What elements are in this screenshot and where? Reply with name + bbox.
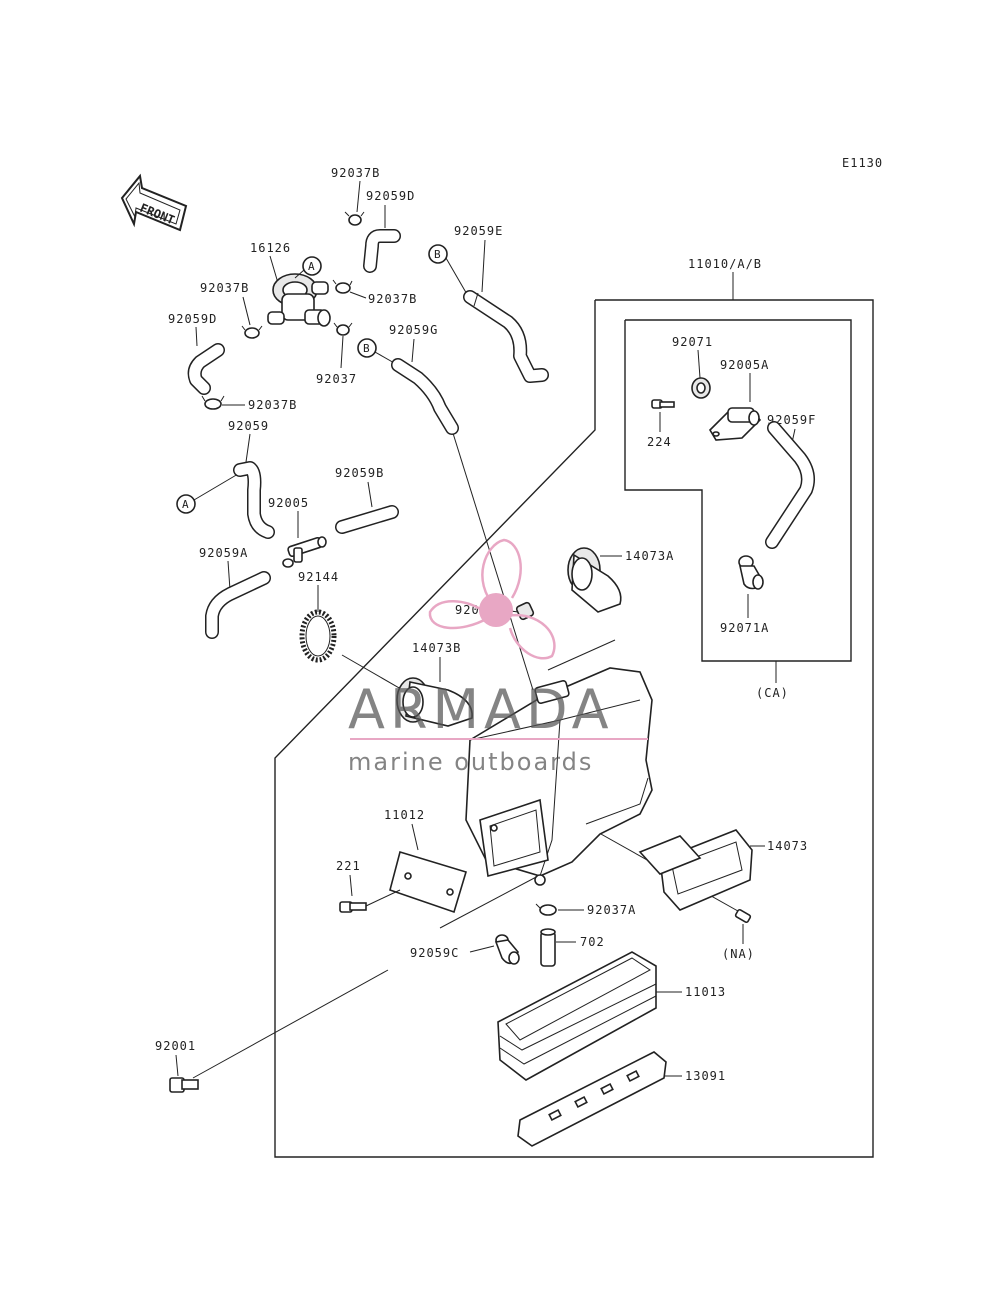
hose-92059e [463,290,549,383]
label-92005: 92005 [268,496,309,510]
label-na: (NA) [722,947,755,961]
label-92037b-left: 92037B [200,281,249,295]
label-92037b-bottom: 92037B [248,398,297,412]
hose-92059g [391,358,459,435]
bolt-92001 [169,1077,199,1093]
callout-a-top [302,256,322,276]
duct-14073a [567,547,622,613]
label-224: 224 [647,435,672,449]
diagram-code: E1130 [842,156,883,170]
callout-b-mid [357,338,377,358]
label-92037b-mid: 92037B [368,292,417,306]
label-92005a: 92005A [720,358,769,372]
armada-watermark: ARMADA marine outboards [348,538,648,776]
label-92059d-top: 92059D [366,189,415,203]
clip-92037 [333,322,353,336]
label-11010-a-b: 11010/A/B [688,257,762,271]
label-92071a: 92071A [720,621,769,635]
hose-92059d-top [363,229,401,273]
label-ca: (CA) [756,686,789,700]
clip-92037b-mid [332,279,353,294]
clip-92037a [535,903,557,916]
label-92059b: 92059B [335,466,384,480]
label-92059g: 92059G [389,323,438,337]
label-16126: 16126 [250,241,291,255]
tube-702 [540,928,556,967]
callout-b-top-label: B [434,248,441,261]
elbow-92059c [494,934,520,965]
label-11013: 11013 [685,985,726,999]
label-702: 702 [580,935,605,949]
callout-a-bottom [176,494,196,514]
duct-14073b [396,677,473,727]
label-92144: 92144 [298,570,339,584]
callout-b-mid-label: B [363,342,370,355]
watermark-brand: ARMADA [348,678,614,741]
hose-92059 [233,461,275,539]
label-92059a: 92059A [199,546,248,560]
label-11012: 11012 [384,808,425,822]
callout-a-top-label: A [308,260,315,273]
valve-16126 [267,273,331,327]
label-14073a: 14073A [625,549,674,563]
elbow-92071a [738,555,764,590]
fitting-92005a [708,407,762,441]
inner-kit-frame [624,319,852,662]
screw-na [734,908,752,924]
hose-92059b [335,505,399,534]
label-221: 221 [336,859,361,873]
callout-a-bottom-label: A [182,498,189,511]
label-92037b-top: 92037B [331,166,380,180]
label-92037: 92037 [316,372,357,386]
tee-fitting-92005 [282,536,327,568]
spring-clamp-92144 [299,609,337,663]
label-92059d-left: 92059D [168,312,217,326]
cover-plate-11012 [389,850,467,914]
duct-14073 [638,829,753,911]
label-92059: 92059 [228,419,269,433]
label-92059e: 92059E [454,224,503,238]
outer-kit-frame [274,299,874,1158]
callout-b-top [428,244,448,264]
label-92059c: 92059C [410,946,459,960]
label-14073b: 14073B [412,641,461,655]
arrestor-13091 [517,1051,667,1147]
airbox-housing [465,667,653,886]
hose-92059f [765,421,815,549]
screw-221 [339,901,367,913]
label-14073: 14073 [767,839,808,853]
propeller-logo-icon [428,538,556,660]
grommet-92071-kit [691,377,711,399]
watermark-rule [350,738,648,740]
label-92071-kit: 92071 [672,335,713,349]
clip-92037b-top [344,211,365,226]
propeller-hub-icon [479,593,513,627]
hose-92059d-left [187,343,225,395]
screw-224 [651,399,675,409]
hose-92059a [205,571,271,639]
filter-tray-11013 [497,951,657,1081]
label-92001: 92001 [155,1039,196,1053]
clip-92037b-left [241,325,263,339]
watermark-tagline: marine outboards [348,748,593,776]
label-13091: 13091 [685,1069,726,1083]
clip-92037b-bottom [201,395,225,410]
front-arrow-icon: FRONT [120,173,188,232]
label-92037a: 92037A [587,903,636,917]
